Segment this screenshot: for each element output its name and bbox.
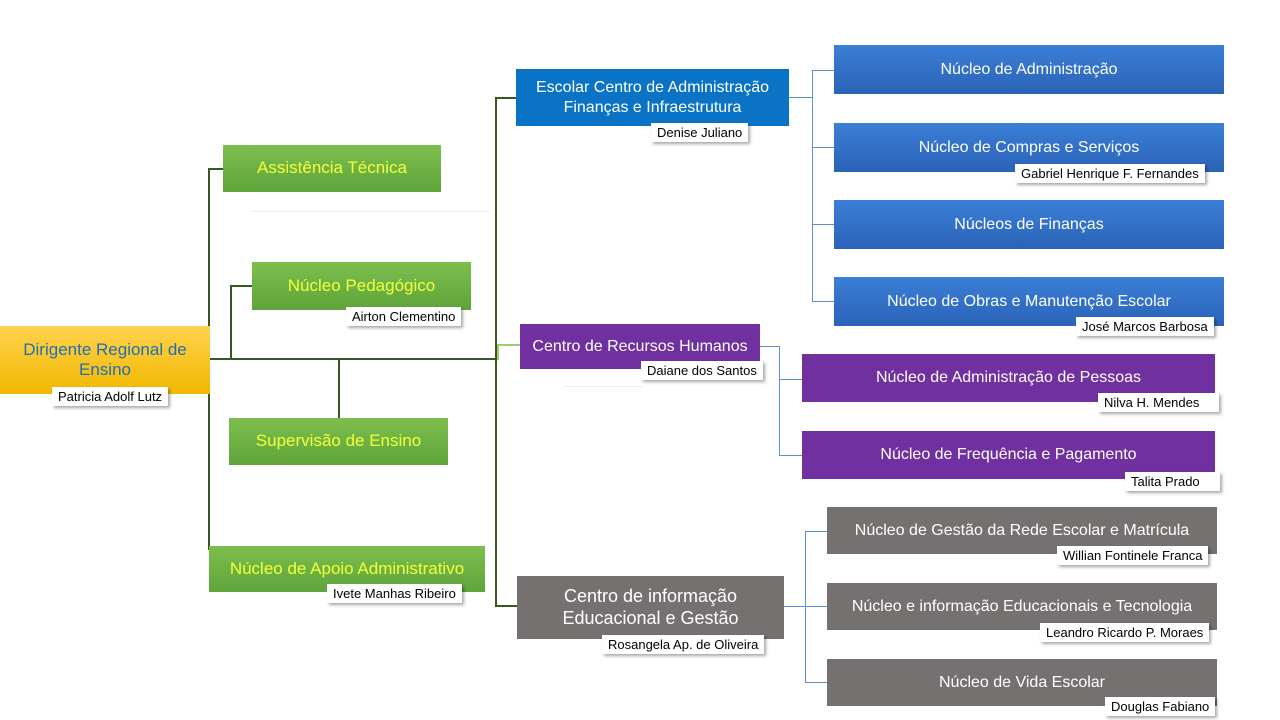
connector-line (250, 211, 490, 212)
nucleo-compras-title: Núcleo de Compras e Serviços (918, 138, 1140, 156)
assistencia-tecnica-box: Assistência Técnica (223, 145, 441, 192)
nucleo-administracao-box: Núcleo de Administração (834, 45, 1224, 94)
centro-administracao-title: Escolar Centro de Administração Finanças… (536, 79, 769, 116)
connector-line (230, 285, 252, 287)
connector-line (230, 285, 232, 359)
nucleo-frequencia-person-tag: Talita Prado (1125, 472, 1220, 491)
connector-line (338, 360, 340, 418)
centro-administracao-box: Escolar Centro de Administração Finanças… (516, 69, 789, 126)
supervisao-ensino-box: Supervisão de Ensino (229, 418, 448, 465)
connector-line (812, 301, 834, 302)
centro-informacao-title: Centro de informação Educacional e Gestã… (562, 585, 739, 628)
nucleo-pessoas-box: Núcleo de Administração de Pessoas (802, 354, 1215, 402)
supervisao-ensino-title: Supervisão de Ensino (255, 431, 422, 451)
nucleo-informacao-title: Núcleo e informação Educacionais e Tecno… (851, 597, 1193, 615)
connector-line (805, 606, 827, 607)
connector-line (779, 379, 802, 380)
nucleo-pedagogico-title: Núcleo Pedagógico (287, 275, 436, 295)
nucleo-gestao-title: Núcleo de Gestão da Rede Escolar e Matrí… (854, 521, 1190, 539)
nucleo-gestao-person-tag: Willian Fontinele Franca (1057, 546, 1209, 565)
nucleo-financas-title: Núcleos de Finanças (954, 215, 1104, 233)
connector-line (784, 606, 806, 607)
connector-line (789, 97, 813, 98)
nucleo-compras-box: Núcleo de Compras e Serviços (834, 123, 1224, 172)
nucleo-informacao-box: Núcleo e informação Educacionais e Tecno… (827, 583, 1217, 630)
centro-rh-person-tag: Daiane dos Santos (641, 361, 763, 380)
connector-line (495, 605, 517, 607)
root-title: Dirigente Regional de Ensino (23, 339, 187, 379)
centro-rh-title: Centro de Recursos Humanos (532, 337, 748, 355)
nucleo-pedagogico-person-tag: Airton Clementino (346, 307, 462, 326)
connector-line (497, 344, 521, 346)
connector-line (208, 358, 497, 360)
centro-informacao-box: Centro de informação Educacional e Gestã… (517, 576, 784, 639)
nucleo-informacao-person-tag: Leandro Ricardo P. Moraes (1040, 623, 1210, 642)
root-person-tag: Patricia Adolf Lutz (52, 387, 169, 406)
nucleo-apoio-administrativo-title: Núcleo de Apoio Administrativo (229, 558, 465, 578)
centro-rh-box: Centro de Recursos Humanos (520, 324, 760, 369)
connector-line (563, 386, 643, 387)
nucleo-compras-person-tag: Gabriel Henrique F. Fernandes (1015, 164, 1205, 183)
nucleo-pessoas-title: Núcleo de Administração de Pessoas (875, 369, 1142, 387)
connector-line (812, 70, 813, 302)
nucleo-pessoas-person-tag: Nilva H. Mendes (1098, 393, 1220, 412)
connector-line (497, 344, 499, 360)
nucleo-frequencia-title: Núcleo de Frequência e Pagamento (880, 446, 1137, 464)
connector-line (805, 531, 827, 532)
nucleo-apoio-person-tag: Ivete Manhas Ribeiro (327, 584, 462, 603)
nucleo-vida-escolar-person-tag: Douglas Fabiano (1105, 697, 1216, 716)
centro-informacao-person-tag: Rosangela Ap. de Oliveira (602, 635, 765, 654)
connector-line (760, 346, 780, 347)
nucleo-administracao-title: Núcleo de Administração (940, 60, 1118, 78)
connector-line (779, 455, 802, 456)
connector-line (495, 97, 497, 607)
connector-line (779, 346, 780, 456)
connector-line (812, 70, 834, 71)
connector-line (805, 682, 827, 683)
nucleo-obras-title: Núcleo de Obras e Manutenção Escolar (887, 292, 1171, 310)
nucleo-frequencia-box: Núcleo de Frequência e Pagamento (802, 431, 1215, 479)
nucleo-obras-person-tag: José Marcos Barbosa (1076, 317, 1214, 336)
centro-administracao-person-tag: Denise Juliano (651, 123, 749, 142)
nucleo-pedagogico-box: Núcleo Pedagógico (252, 262, 471, 310)
connector-line (812, 147, 834, 148)
nucleo-financas-box: Núcleos de Finanças (834, 200, 1224, 249)
nucleo-vida-escolar-title: Núcleo de Vida Escolar (938, 673, 1106, 691)
connector-line (495, 97, 516, 99)
connector-line (812, 224, 834, 225)
connector-line (805, 531, 806, 683)
connector-line (208, 168, 224, 170)
assistencia-tecnica-title: Assistência Técnica (257, 158, 407, 178)
root-dirigente-regional: Dirigente Regional de Ensino (0, 326, 210, 394)
